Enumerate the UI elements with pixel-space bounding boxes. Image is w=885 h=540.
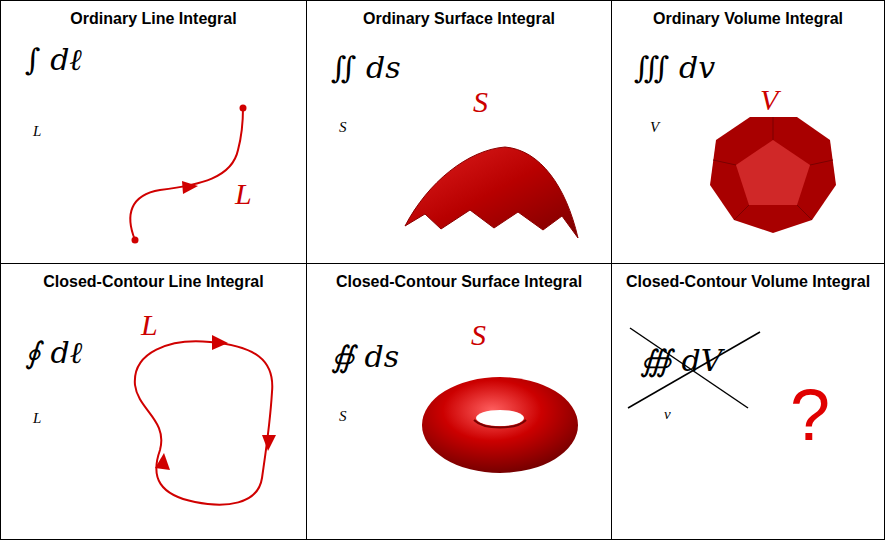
integral-formula: ∬ ds bbox=[331, 51, 401, 84]
table-cell: Ordinary Surface Integral ∬ ds S S bbox=[306, 0, 612, 264]
integral-subscript: V bbox=[650, 119, 659, 136]
integral-subscript: L bbox=[33, 123, 41, 140]
table-cell: Closed-Contour Line Integral ∮ dℓ L L bbox=[0, 263, 307, 540]
table-cell: Closed-Contour Surface Integral ∯ ds S S bbox=[306, 263, 612, 540]
integral-subscript: S bbox=[339, 408, 347, 425]
integral-formula: ∯ ds bbox=[331, 340, 399, 373]
open-curve bbox=[130, 105, 246, 244]
integral-subscript: v bbox=[664, 406, 671, 423]
integral-formula: ∮ dℓ bbox=[25, 336, 82, 369]
figure-label: L bbox=[141, 308, 158, 341]
strike-cross bbox=[628, 328, 760, 408]
integral-subscript: L bbox=[33, 410, 41, 427]
closed-curve bbox=[135, 335, 276, 505]
cell-heading: Ordinary Line Integral bbox=[9, 9, 298, 28]
torus bbox=[422, 377, 578, 473]
cell-heading: Ordinary Surface Integral bbox=[315, 9, 603, 28]
integral-formula: ∫ dℓ bbox=[25, 43, 82, 76]
cell-heading: Closed-Contour Line Integral bbox=[9, 272, 298, 291]
integral-subscript: S bbox=[339, 119, 347, 136]
figure-label: S bbox=[471, 318, 486, 351]
figure-label: L bbox=[235, 177, 252, 210]
table-cell: Ordinary Line Integral ∫ dℓ L L bbox=[0, 0, 307, 264]
integral-formula: ∰ dV bbox=[640, 344, 722, 377]
figure-label: V bbox=[760, 83, 778, 116]
cell-heading: Ordinary Volume Integral bbox=[620, 9, 876, 28]
integral-formula: ∭ dv bbox=[634, 51, 715, 84]
surface-patch bbox=[405, 147, 578, 238]
cell-heading: Closed-Contour Volume Integral bbox=[620, 272, 876, 291]
table-cell: Ordinary Volume Integral ∭ dv V V bbox=[611, 0, 885, 264]
polyhedron bbox=[710, 117, 836, 233]
figure-label: S bbox=[473, 85, 488, 118]
figure-label: ? bbox=[790, 376, 830, 455]
table-cell: Closed-Contour Volume Integral ∰ dV v? bbox=[611, 263, 885, 540]
cell-heading: Closed-Contour Surface Integral bbox=[315, 272, 603, 291]
